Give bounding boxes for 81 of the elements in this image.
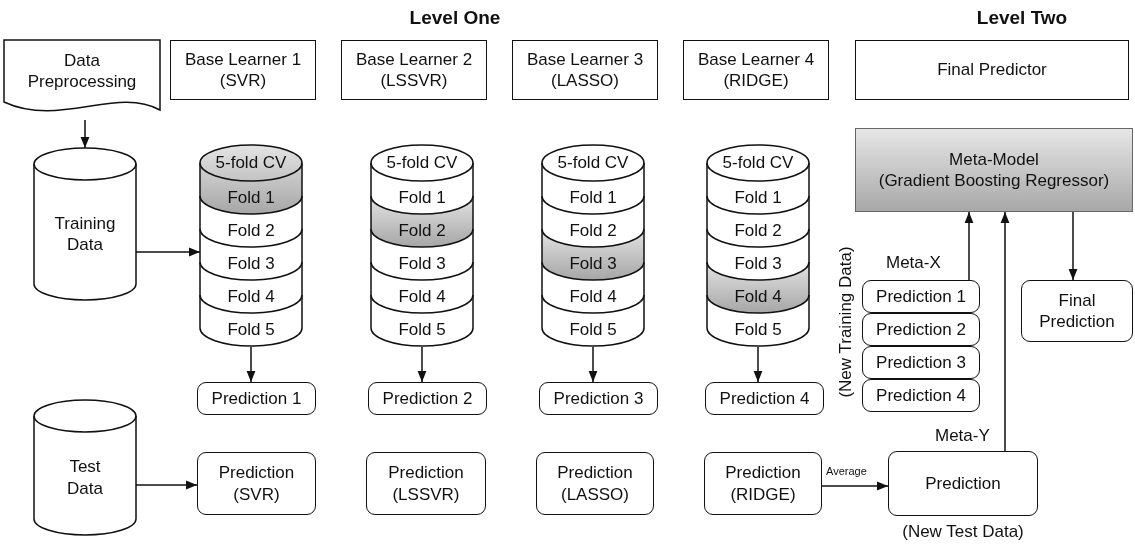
rounded-box (862, 280, 980, 313)
node-label: Base Learner 3 (LASSO) (525, 48, 645, 92)
node-label: Prediction (SVR) (217, 462, 296, 505)
rounded-box (197, 382, 316, 415)
node-label: Base Learner 1 (SVR) (183, 48, 303, 92)
fold-label: Fold 2 (734, 221, 782, 240)
node-label: Training Data (53, 212, 117, 256)
rounded-box (366, 452, 486, 515)
fold-label: Fold 5 (398, 320, 446, 339)
node-label: Base Learner 2 (LSSVR) (354, 48, 474, 92)
fold-label: Fold 1 (398, 188, 446, 207)
cv-label: 5-fold CV (215, 153, 287, 173)
process-box (341, 40, 487, 100)
node-label: Test Data (66, 456, 104, 499)
fold-label: Fold 2 (227, 221, 275, 240)
arrow (588, 346, 598, 383)
node-label: Prediction 2 (382, 387, 473, 410)
node-label: Prediction (LSSVR) (387, 462, 465, 505)
rounded-box (368, 382, 487, 415)
node-label: Meta-Model (949, 148, 1039, 170)
fold-label: Fold 2 (569, 221, 617, 240)
caption-label: (New Test Data) (902, 521, 1024, 543)
rounded-box (539, 382, 658, 415)
level-heading: Level One (409, 7, 501, 29)
rounded-box (862, 379, 980, 412)
fold-label: Fold 4 (734, 287, 782, 306)
cv-label: 5-fold CV (722, 153, 794, 173)
arrow (1000, 211, 1010, 452)
process-box (512, 40, 658, 100)
fold-label: Fold 3 (227, 254, 275, 273)
arrow (80, 119, 90, 149)
fold-label: Fold 4 (227, 287, 275, 306)
fold-label: Fold 1 (734, 188, 782, 207)
node-label: Base Learner 4 (RIDGE) (696, 48, 816, 92)
fold-label: Fold 5 (227, 320, 275, 339)
cv-label: 5-fold CV (386, 153, 458, 173)
process-box (170, 40, 316, 100)
node-label: Prediction 3 (876, 351, 966, 374)
fold-label: Fold 1 (227, 188, 275, 207)
node-label: Prediction 3 (553, 387, 644, 410)
arrow (246, 346, 256, 383)
rounded-box (705, 382, 824, 415)
fold-label: Fold 3 (734, 254, 782, 273)
process-box (855, 40, 1129, 100)
fold-label: Fold 2 (398, 221, 446, 240)
node-label: Data Preprocessing (26, 49, 138, 93)
fold-label: Fold 5 (569, 320, 617, 339)
node-label: Prediction 1 (876, 285, 966, 308)
rounded-box (1021, 280, 1133, 342)
level-heading: Level Two (976, 7, 1068, 29)
arrow (417, 346, 427, 383)
node-label: Prediction (LASSO) (556, 462, 634, 505)
arrow (753, 346, 763, 383)
node-label: Final Predictor (937, 59, 1047, 81)
fold-label: Fold 3 (569, 254, 617, 273)
fold-label: Fold 4 (398, 287, 446, 306)
fold-label: Fold 4 (569, 287, 617, 306)
rounded-box (536, 452, 654, 515)
axis-note: (New Training Data) (836, 246, 856, 398)
rounded-box (197, 452, 316, 515)
node-label: Prediction (925, 472, 1001, 495)
node-label: Final Prediction (1038, 289, 1116, 333)
model-box (855, 128, 1133, 212)
fold-label: Fold 3 (398, 254, 446, 273)
arrow (821, 481, 889, 491)
rounded-box (862, 313, 980, 346)
fold-label: Fold 1 (569, 188, 617, 207)
node-label: Prediction (RIDGE) (724, 462, 802, 505)
node-label: Prediction 4 (876, 384, 966, 407)
arrow (964, 211, 974, 281)
process-box (683, 40, 829, 100)
arrow (1068, 211, 1078, 281)
cv-label: 5-fold CV (557, 153, 629, 173)
fold-label: Fold 5 (734, 320, 782, 339)
node-label: (Gradient Boosting Regressor) (878, 170, 1110, 192)
rounded-box (704, 452, 822, 515)
node-label: Prediction 2 (876, 318, 966, 341)
rounded-box (862, 346, 980, 379)
node-label: Prediction 1 (211, 387, 302, 410)
edge-label: Average (826, 465, 867, 478)
node-label: Prediction 4 (719, 387, 810, 410)
